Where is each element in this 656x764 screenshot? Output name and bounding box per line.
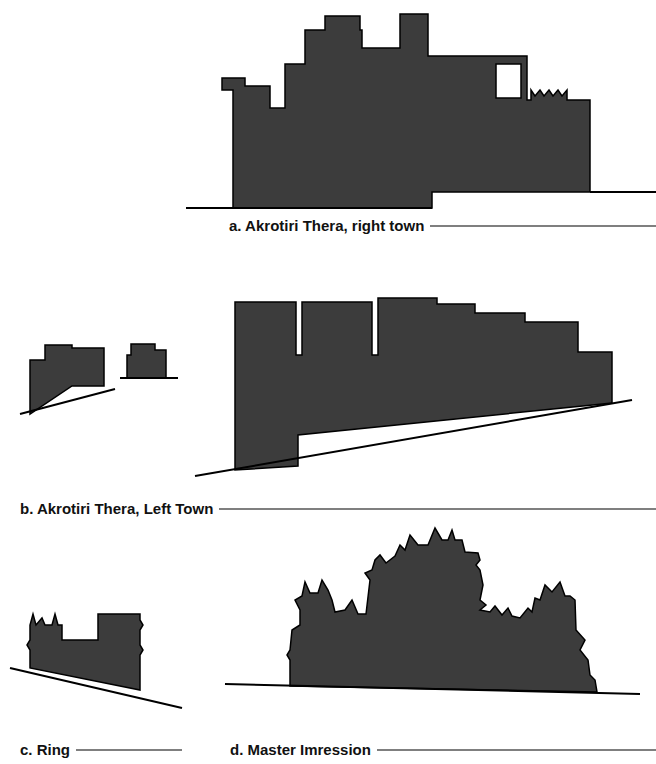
ring-silhouette	[27, 614, 143, 690]
ground-line	[10, 668, 182, 708]
ground-line	[195, 400, 632, 476]
figure-caption: d. Master Imression	[230, 741, 371, 759]
impression-silhouette	[287, 528, 597, 692]
caption-rule	[76, 749, 182, 750]
ground-line	[20, 389, 115, 414]
window-opening	[496, 64, 521, 98]
caption-rule	[377, 749, 656, 750]
ground-line	[120, 377, 178, 379]
town-silhouette	[30, 345, 104, 414]
figure-caption: c. Ring	[20, 741, 70, 759]
figure-caption: b. Akrotiri Thera, Left Town	[20, 500, 213, 518]
caption-rule	[430, 225, 656, 226]
ground-line	[590, 191, 656, 193]
caption-rule	[219, 508, 656, 509]
ground-line	[186, 207, 432, 209]
ground-line	[225, 684, 640, 694]
town-silhouette	[127, 344, 166, 378]
town-silhouette	[235, 298, 612, 470]
figure-caption: a. Akrotiri Thera, right town	[229, 217, 424, 235]
town-silhouette	[222, 14, 590, 208]
